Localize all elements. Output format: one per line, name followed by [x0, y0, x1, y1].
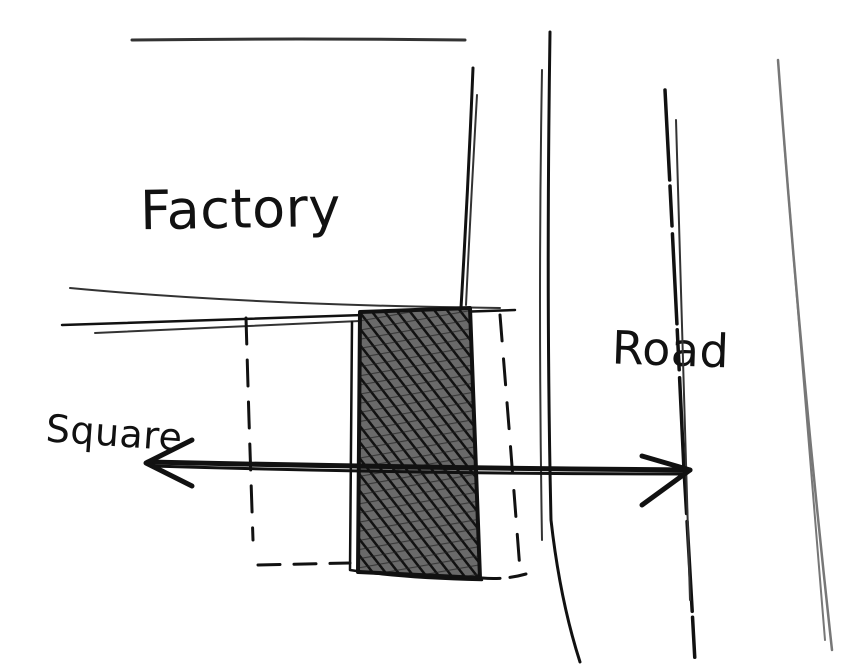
square-label: Square [44, 406, 184, 459]
axis-arrow-head-right [639, 453, 693, 508]
factory-bottom-edge [69, 287, 501, 309]
axis-arrow-shaft-stroke-2 [150, 464, 688, 476]
building-outline-stroke-2 [348, 320, 484, 582]
dashed-outline-bottom [256, 561, 352, 567]
building-fill-crosshatch [358, 308, 480, 578]
road-label: Road [611, 320, 730, 378]
axis-arrow [143, 437, 693, 508]
dashed-outline-bottom-right [480, 572, 528, 580]
dashed-outline-right [498, 313, 522, 572]
factory-right-edge-stroke-2 [465, 94, 478, 306]
building-outline [356, 306, 482, 580]
road-edge-2 [663, 88, 697, 664]
axis-arrow-shaft [145, 459, 693, 473]
road-edge-2-stroke-2 [675, 119, 691, 601]
road-edge-3 [776, 58, 834, 652]
dashed-outline-left [244, 316, 255, 542]
road-edge-1 [546, 30, 582, 664]
factory-label: Factory [139, 176, 341, 242]
factory-right-edge [459, 66, 475, 310]
axis-arrow-head-left [143, 437, 195, 489]
road-edge-3-stroke-2 [783, 139, 826, 641]
hatched-building [348, 306, 484, 582]
top-boundary-line [130, 37, 467, 42]
